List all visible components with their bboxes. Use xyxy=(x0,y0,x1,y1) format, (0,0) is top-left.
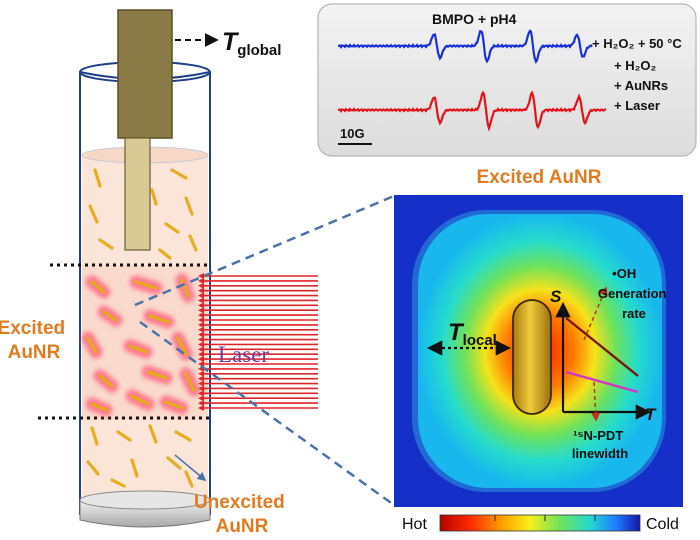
n-pdt-linewidth-label: ¹⁵N-PDT linewidth xyxy=(572,428,628,461)
laser-arrowhead xyxy=(198,273,204,279)
laser-arrowhead xyxy=(198,336,204,343)
inset-t-axis-label: T xyxy=(645,405,657,424)
oh-generation-label: •OH Generation rate xyxy=(598,266,670,321)
laser-arrowhead xyxy=(198,375,204,382)
laser-arrowhead xyxy=(198,351,204,358)
colorbar: Hot Cold xyxy=(402,514,679,533)
colorbar-hot-label: Hot xyxy=(402,516,427,533)
nanorod xyxy=(512,299,552,415)
laser-arrowhead xyxy=(198,277,204,284)
unexcited-pointer xyxy=(174,454,207,482)
heatmap-panel: Tlocal S T •OH Generation rate ¹⁵N-PDT l… xyxy=(394,195,683,507)
laser-arrowhead xyxy=(198,307,204,314)
sample-tube xyxy=(79,61,211,528)
epr-trace-bottom xyxy=(337,90,607,132)
epr-title: BMPO + pH4 xyxy=(432,11,517,27)
t-global-label: Tglobal xyxy=(222,28,281,59)
laser-arrowhead xyxy=(198,385,204,392)
inset-s-axis-label: S xyxy=(550,287,562,306)
thermocouple-probe xyxy=(117,9,173,251)
laser-arrowhead xyxy=(198,287,204,294)
laser-arrowhead xyxy=(198,292,204,299)
zoom-lines xyxy=(134,194,395,507)
laser-arrowhead xyxy=(198,405,204,411)
laser-arrowhead xyxy=(198,312,204,319)
linewidth-line xyxy=(565,370,639,394)
epr-scale-bar-label: 10G xyxy=(340,126,365,141)
laser-arrowhead xyxy=(198,317,204,323)
laser-arrowhead xyxy=(198,346,204,353)
laser-arrowhead xyxy=(198,326,204,333)
laser-label: Laser xyxy=(218,342,269,367)
laser-arrowhead xyxy=(198,331,204,338)
laser-arrowhead xyxy=(198,302,204,309)
laser-arrowhead xyxy=(198,380,204,387)
unexcited-rods-upper xyxy=(88,168,198,260)
unexcited-aunr-label: Unexcited AuNR xyxy=(194,492,290,537)
epr-trace-top-label: + H₂O₂ + 50 °C xyxy=(592,36,682,51)
epr-panel: BMPO + pH4 + H₂O₂ + 50 °C + H₂O₂ + AuNRs… xyxy=(317,3,697,157)
epr-trace-top xyxy=(337,29,593,64)
t-local-label: Tlocal xyxy=(448,319,497,349)
laser-arrowhead xyxy=(198,395,204,402)
laser-arrowhead xyxy=(198,400,204,407)
excited-rods xyxy=(81,273,201,417)
laser-arrowhead xyxy=(198,341,204,348)
laser-arrowhead xyxy=(198,356,204,363)
laser-beam xyxy=(198,273,318,411)
oh-pointer xyxy=(583,286,608,341)
unexcited-rods-lower xyxy=(86,424,194,488)
heatmap-title: Excited AuNR xyxy=(477,167,602,188)
oh-rate-line xyxy=(565,317,639,377)
epr-trace-bottom-labels: + H₂O₂ + AuNRs + Laser xyxy=(614,58,672,113)
laser-arrowhead xyxy=(198,282,204,289)
linewidth-pointer xyxy=(591,381,601,422)
excited-aunr-label: Excited AuNR xyxy=(0,318,70,363)
laser-arrowhead xyxy=(198,321,204,328)
laser-arrowhead xyxy=(198,390,204,397)
laser-arrowhead xyxy=(198,370,204,377)
laser-arrowhead xyxy=(198,297,204,304)
colorbar-cold-label: Cold xyxy=(646,516,679,533)
